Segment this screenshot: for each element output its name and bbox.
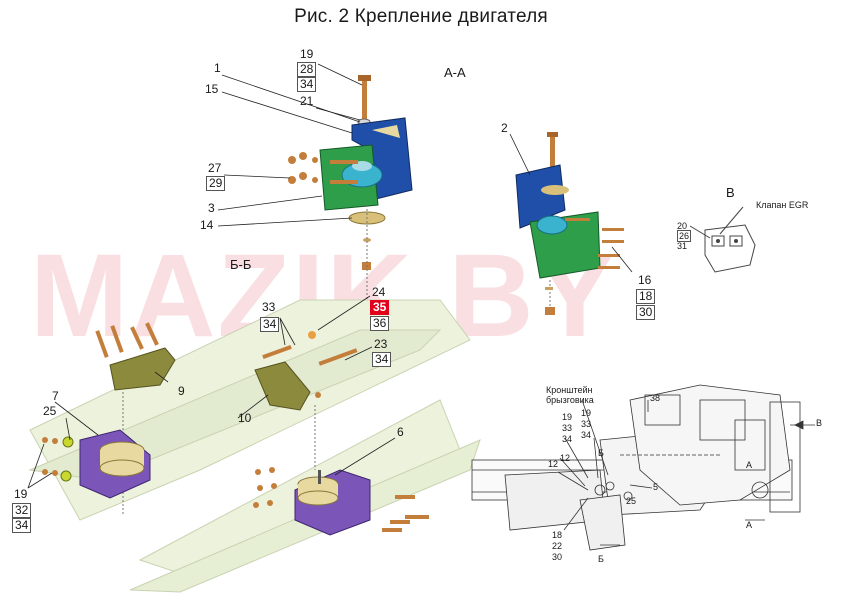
label-r12a: 12 [560, 453, 571, 463]
label-16: 16 [638, 273, 652, 287]
label-19: 19 [300, 47, 314, 61]
label-23: 23 [374, 337, 388, 351]
label-bracket-line1: Кронштейн [546, 385, 593, 395]
label-3: 3 [208, 201, 215, 215]
label-rv: В [816, 418, 823, 428]
label-26: 26 [677, 230, 692, 242]
label-r25: 25 [626, 496, 637, 506]
label-34-b: 34 [260, 317, 280, 332]
label-15: 15 [205, 82, 219, 96]
label-r34a: 34 [562, 434, 573, 444]
label-27: 27 [208, 161, 222, 175]
label-24: 24 [372, 285, 386, 299]
label-9: 9 [178, 384, 185, 398]
label-2: 2 [501, 121, 508, 135]
label-32: 32 [12, 503, 32, 518]
label-28: 28 [297, 62, 317, 77]
label-r12b: 12 [548, 459, 559, 469]
view-right-assembly [515, 132, 624, 315]
section-bb-title: Б-Б [230, 257, 252, 272]
engine-overview [471, 384, 815, 551]
label-19-b: 19 [14, 487, 28, 501]
label-r5: 5 [653, 482, 659, 492]
page-title: Рис. 2 Крепление двигателя [294, 6, 548, 27]
view-aa-assembly [288, 75, 413, 300]
label-r33a: 33 [562, 423, 573, 433]
label-7: 7 [52, 389, 59, 403]
bolt-19 [362, 78, 367, 120]
label-18: 18 [636, 289, 656, 304]
label-1: 1 [214, 61, 221, 75]
label-rb2: Б [598, 554, 604, 564]
leader-lines [27, 63, 633, 489]
label-21: 21 [300, 94, 314, 108]
mount-6 [253, 467, 429, 536]
label-33: 33 [262, 300, 276, 314]
label-31: 31 [677, 241, 688, 251]
label-egr-valve: Клапан EGR [756, 200, 809, 210]
label-r22: 22 [552, 541, 563, 551]
label-34-c: 34 [372, 352, 392, 367]
label-rb1: Б [598, 448, 604, 458]
label-bracket-line2: брызговика [546, 395, 594, 405]
label-30: 30 [636, 305, 656, 320]
label-ra2: А [746, 520, 753, 530]
bracket-10 [254, 331, 358, 470]
section-aa-title: А-А [444, 65, 466, 80]
label-20: 20 [677, 221, 688, 231]
label-r18: 18 [552, 530, 563, 540]
label-ra1: А [746, 460, 753, 470]
label-10: 10 [238, 411, 252, 425]
label-r33b: 33 [581, 419, 592, 429]
label-r19b: 19 [581, 408, 592, 418]
bracket-9 [95, 322, 176, 515]
label-38: 38 [650, 393, 661, 403]
bracket-blue-2 [515, 164, 566, 229]
label-36: 36 [370, 316, 390, 331]
mount-7 [42, 429, 151, 499]
label-14: 14 [200, 218, 214, 232]
label-r34b: 34 [581, 430, 592, 440]
label-r30: 30 [552, 552, 563, 562]
label-34: 34 [297, 77, 317, 92]
label-r19a: 19 [562, 412, 573, 422]
label-34-d: 34 [12, 518, 32, 533]
section-v-title: В [726, 185, 735, 200]
egr-valve-view [689, 206, 756, 273]
label-29: 29 [206, 176, 226, 191]
label-25: 25 [43, 404, 57, 418]
label-6: 6 [397, 425, 404, 439]
label-35-highlight: 35 [370, 300, 390, 315]
